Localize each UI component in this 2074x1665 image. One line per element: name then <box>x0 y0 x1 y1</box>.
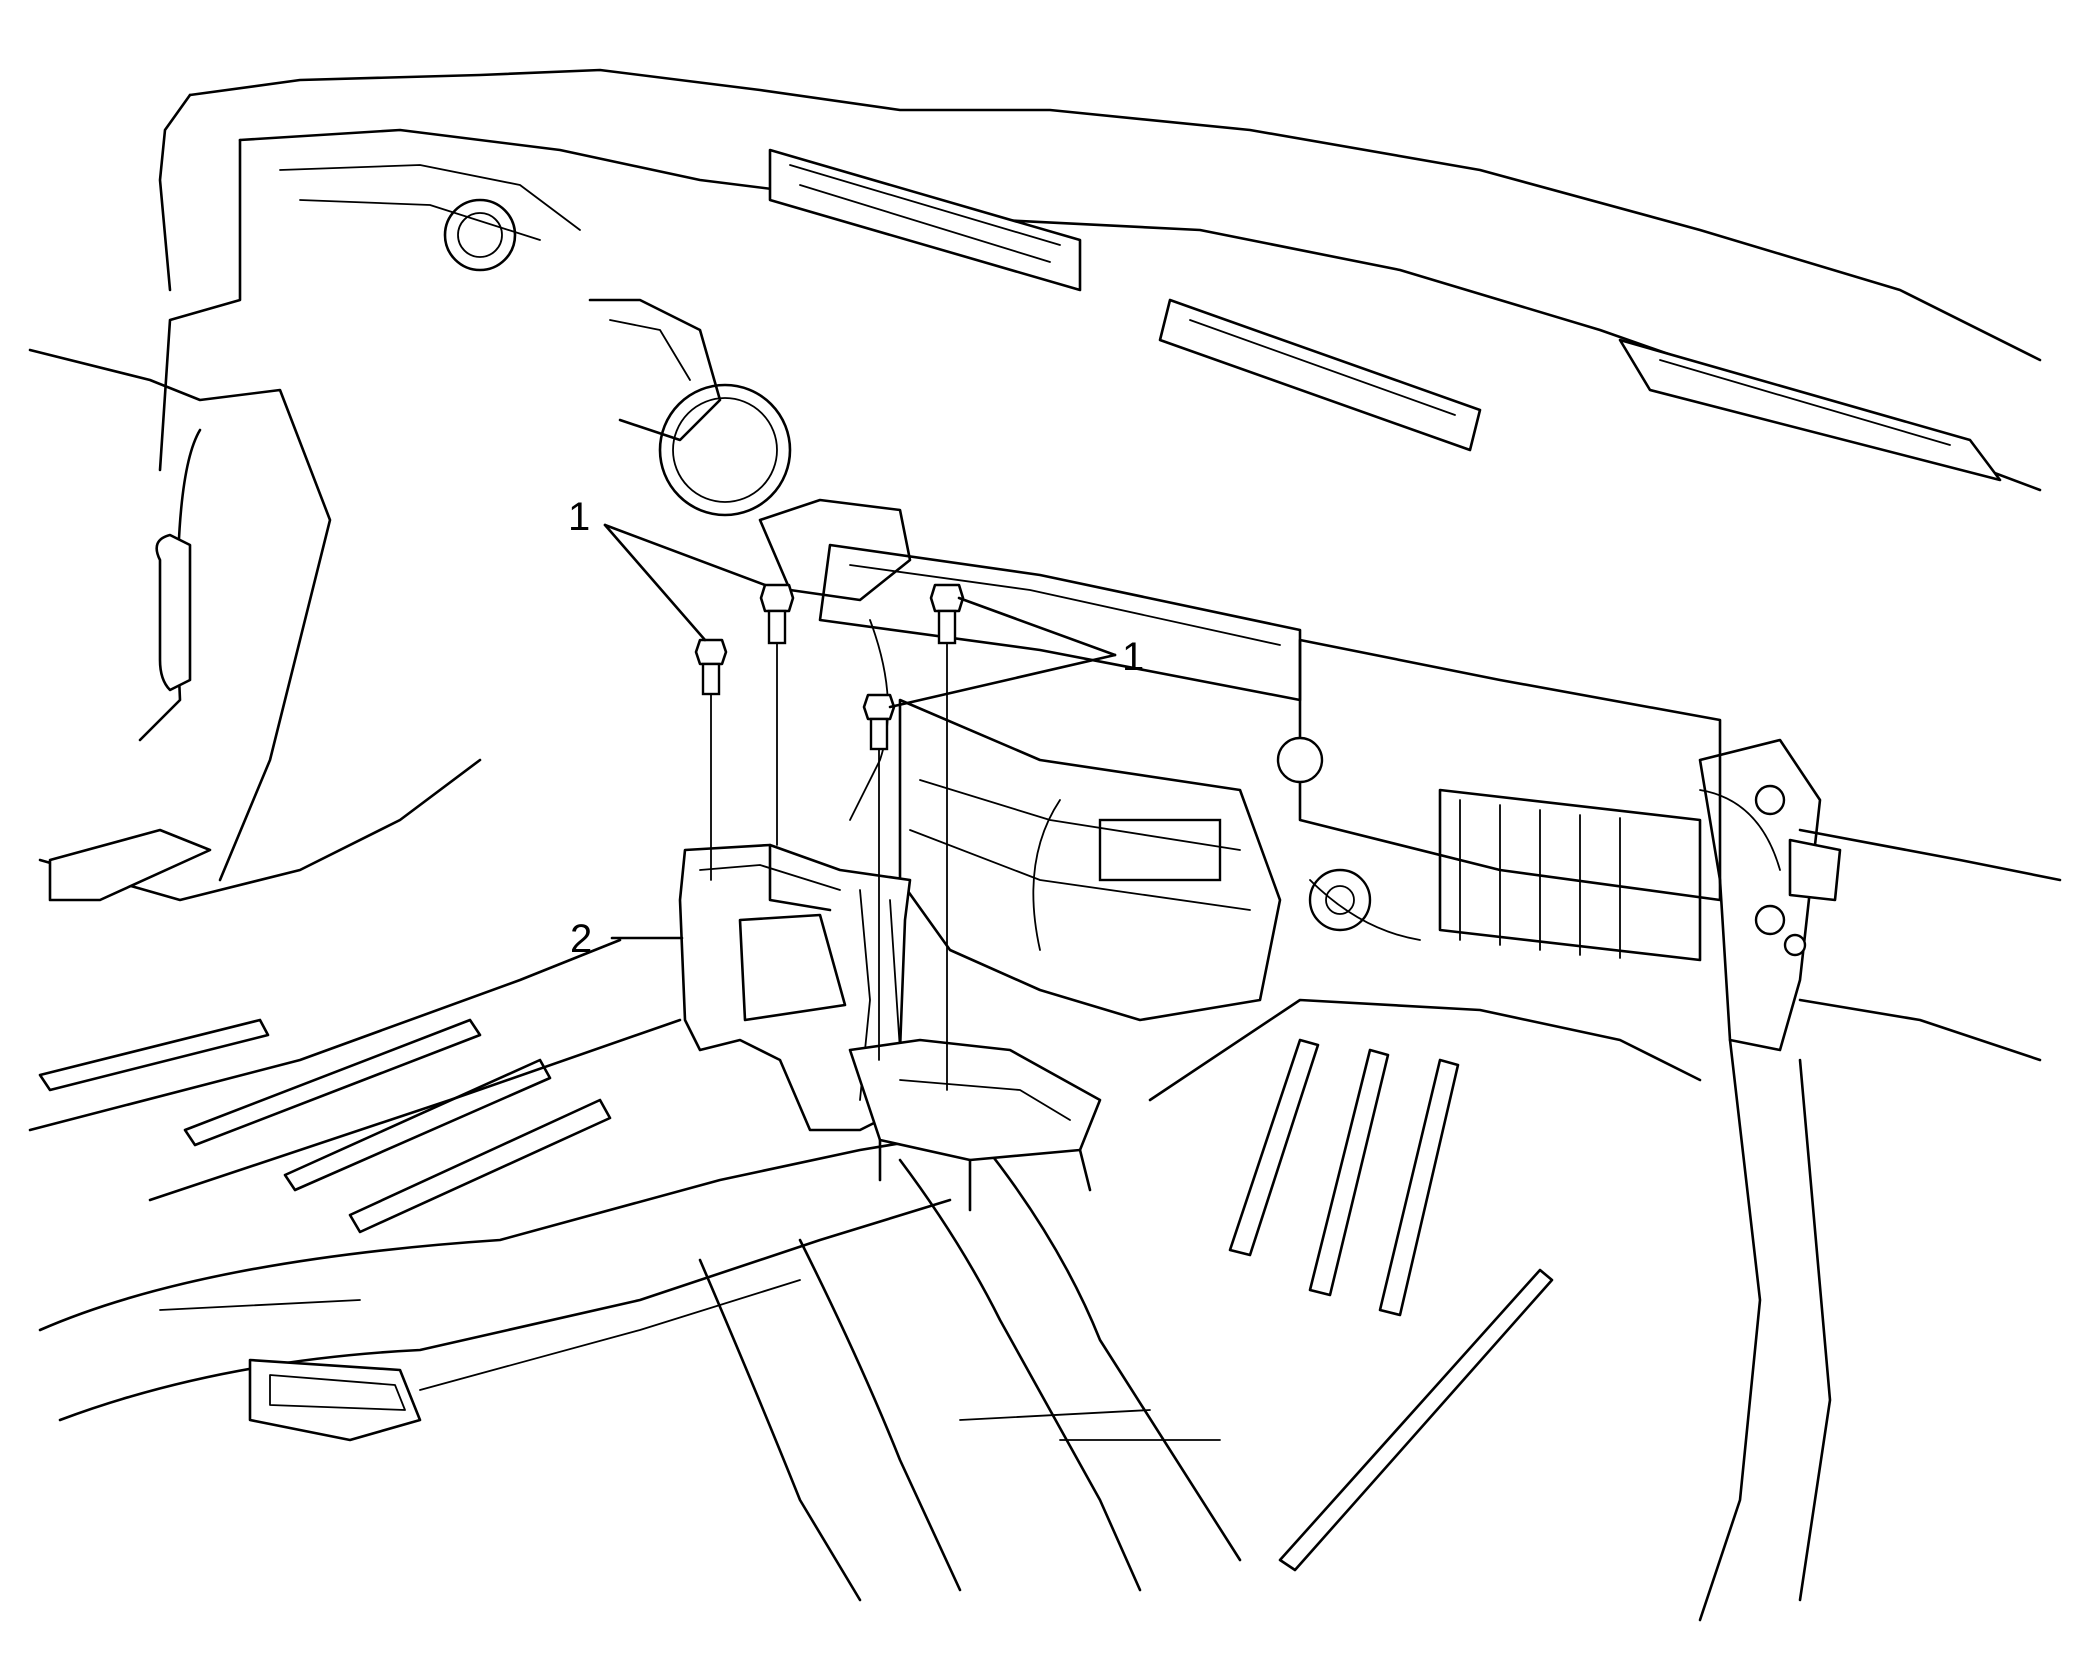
right-defrost-duct <box>1618 338 2002 482</box>
bolt <box>759 583 795 846</box>
left-dash-vent <box>443 198 792 517</box>
leader-lines <box>603 523 1117 940</box>
right-hinge-pillar <box>1698 738 2062 1622</box>
bracket-part <box>678 843 1102 1212</box>
blower-motor-assembly <box>1276 638 1722 962</box>
callout-label: 1 <box>568 495 590 539</box>
callout-label: 2 <box>570 917 592 961</box>
floor-pan-left <box>28 938 682 1234</box>
callout-label: 1 <box>1122 635 1144 679</box>
bolt <box>929 583 965 1091</box>
vehicle-structure <box>28 68 2062 1622</box>
left-vent-outlet <box>768 148 1082 292</box>
bolt <box>694 638 728 881</box>
center-vent-outlet <box>1158 298 1482 452</box>
bolt <box>862 693 896 1061</box>
floor-pan-right <box>1148 998 1702 1572</box>
rear-floor-duct <box>38 1128 982 1442</box>
callout-labels: 1 1 2 <box>568 495 1144 961</box>
bolts <box>694 583 965 1091</box>
